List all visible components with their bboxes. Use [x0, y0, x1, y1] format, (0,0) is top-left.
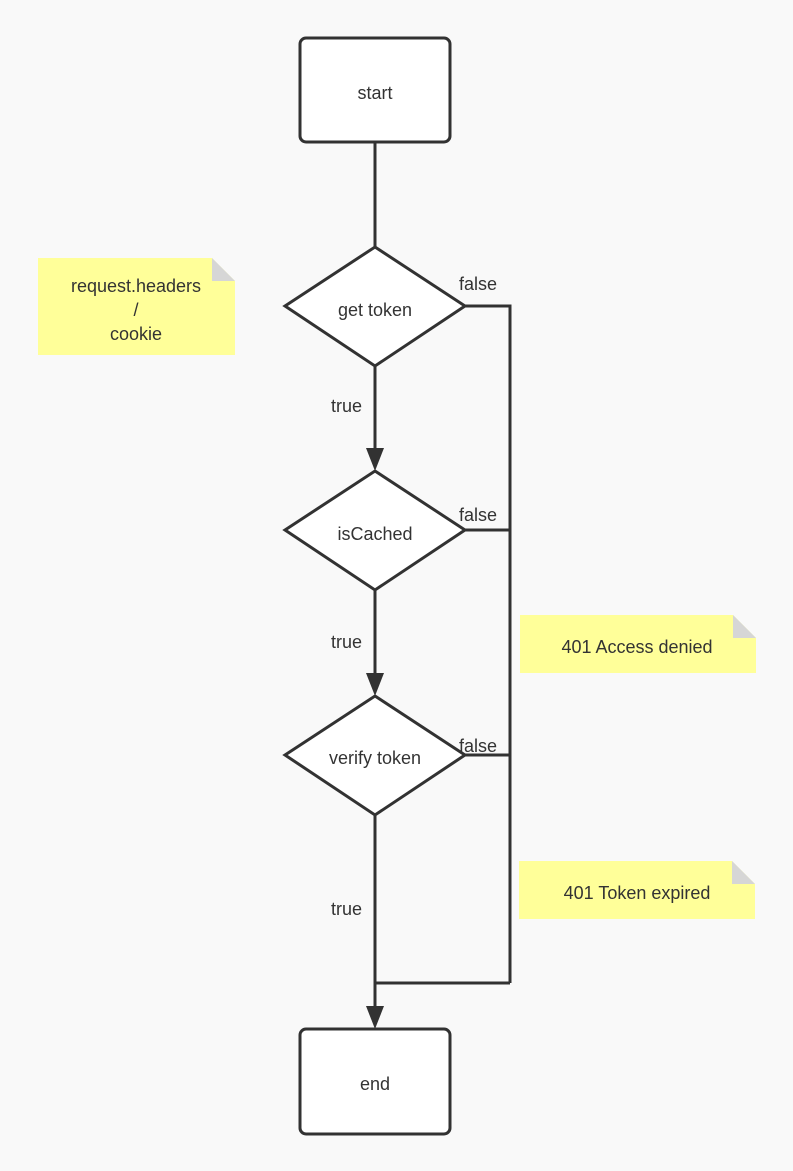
end-label: end	[360, 1074, 390, 1094]
get-token-false-label: false	[459, 274, 497, 294]
note-token-expired: 401 Token expired	[519, 861, 755, 919]
note-token-expired-body	[519, 861, 755, 919]
note-token-source-line-3: cookie	[110, 324, 162, 344]
arrowhead-to-end	[366, 1006, 384, 1029]
edge-get-token-false	[465, 304, 512, 983]
is-cached-decision: isCached	[282, 469, 468, 592]
verify-token-false-label: false	[459, 736, 497, 756]
is-cached-diamond	[282, 469, 468, 592]
edge-labels: false true false true false true	[331, 274, 497, 919]
end-node: end	[298, 1027, 452, 1136]
note-token-expired-fold	[732, 861, 755, 884]
arrowhead-to-verify-token	[366, 673, 384, 696]
note-token-source: request.headers / cookie	[38, 258, 235, 355]
note-token-expired-text: 401 Token expired	[564, 883, 711, 903]
start-label: start	[357, 83, 392, 103]
arrowhead-to-is-cached	[366, 448, 384, 471]
start-node: start	[298, 36, 452, 144]
is-cached-false-label: false	[459, 505, 497, 525]
end-box	[298, 1027, 452, 1136]
verify-token-label: verify token	[329, 748, 421, 768]
note-token-source-line-2: /	[133, 300, 138, 320]
verify-token-decision: verify token	[282, 694, 468, 817]
verify-token-true-label: true	[331, 899, 362, 919]
is-cached-label: isCached	[337, 524, 412, 544]
get-token-decision: get token	[282, 245, 468, 368]
get-token-label: get token	[338, 300, 412, 320]
edges	[366, 142, 512, 1029]
note-access-denied-body	[520, 615, 756, 673]
note-token-source-line-1: request.headers	[71, 276, 201, 296]
note-token-source-fold	[212, 258, 235, 281]
note-access-denied: 401 Access denied	[520, 615, 756, 673]
edge-false-merge-to-end	[373, 981, 510, 1008]
verify-token-diamond	[282, 694, 468, 817]
note-access-denied-text: 401 Access denied	[561, 637, 712, 657]
get-token-true-label: true	[331, 396, 362, 416]
start-box	[298, 36, 452, 144]
get-token-diamond	[282, 245, 468, 368]
note-token-source-body	[38, 258, 235, 355]
is-cached-true-label: true	[331, 632, 362, 652]
note-access-denied-fold	[733, 615, 756, 638]
